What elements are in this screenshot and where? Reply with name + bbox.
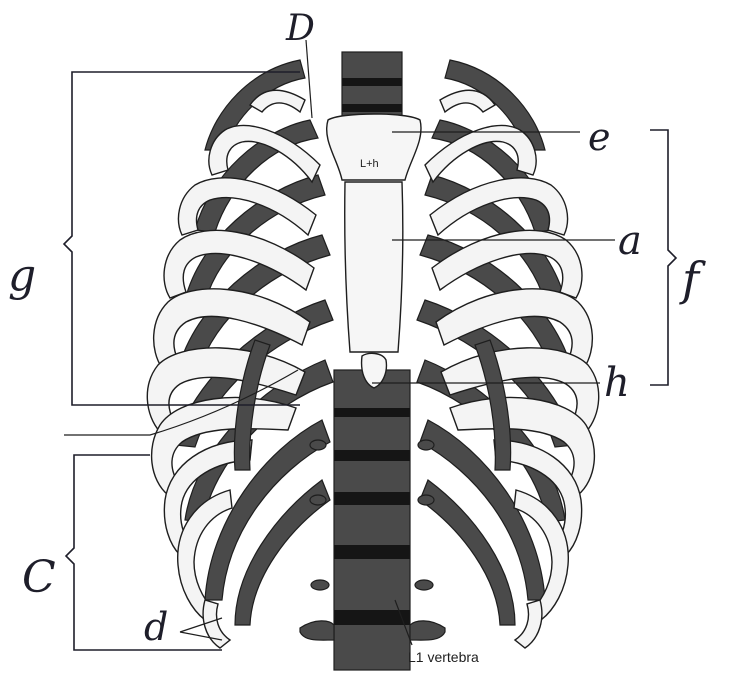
manubrium	[327, 114, 421, 180]
bracket-f: f	[650, 130, 706, 385]
label-l1-vertebra: L1 vertebra	[408, 649, 479, 665]
label-d: d	[144, 605, 168, 649]
label-g: g	[8, 250, 36, 301]
label-e: e	[588, 115, 611, 159]
label-D: D	[285, 8, 315, 49]
label-f: f	[679, 252, 706, 306]
label-a: a	[618, 218, 642, 264]
svg-text:L+h: L+h	[360, 158, 379, 170]
sternum-body	[345, 182, 403, 352]
label-c: C	[22, 552, 56, 603]
sternum: L+h	[327, 114, 421, 388]
label-h: h	[604, 360, 630, 406]
